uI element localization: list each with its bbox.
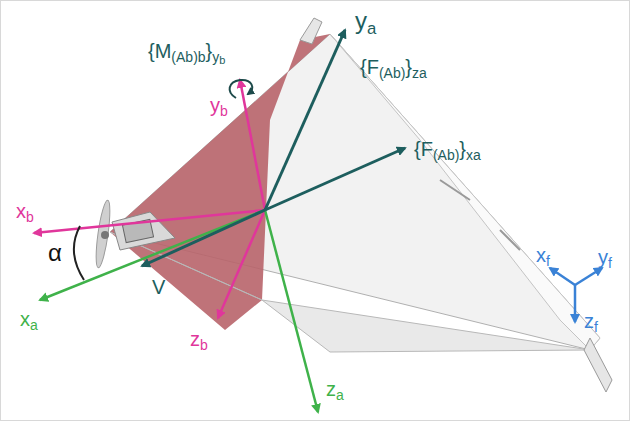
frame-axis-label: zf	[584, 310, 598, 336]
frame-axis-label: zb	[190, 328, 208, 354]
frame-axis-label: za	[326, 378, 344, 404]
force-label: {F(Ab)}xa	[414, 138, 481, 164]
frame-axis-label: xf	[536, 244, 550, 270]
force-label: {F(Ab)}za	[360, 56, 427, 82]
frame-axis-label: ya	[355, 8, 376, 39]
moment-label: {M(Ab)b}yb	[148, 40, 225, 66]
frame-axis-label: xa	[20, 308, 38, 334]
frame-axis-label: yb	[210, 94, 228, 120]
angle-label: α	[48, 240, 62, 266]
velocity-label: V	[152, 276, 165, 298]
frame-axis-label: yf	[598, 246, 612, 272]
frame-axis-label: xb	[16, 200, 34, 226]
